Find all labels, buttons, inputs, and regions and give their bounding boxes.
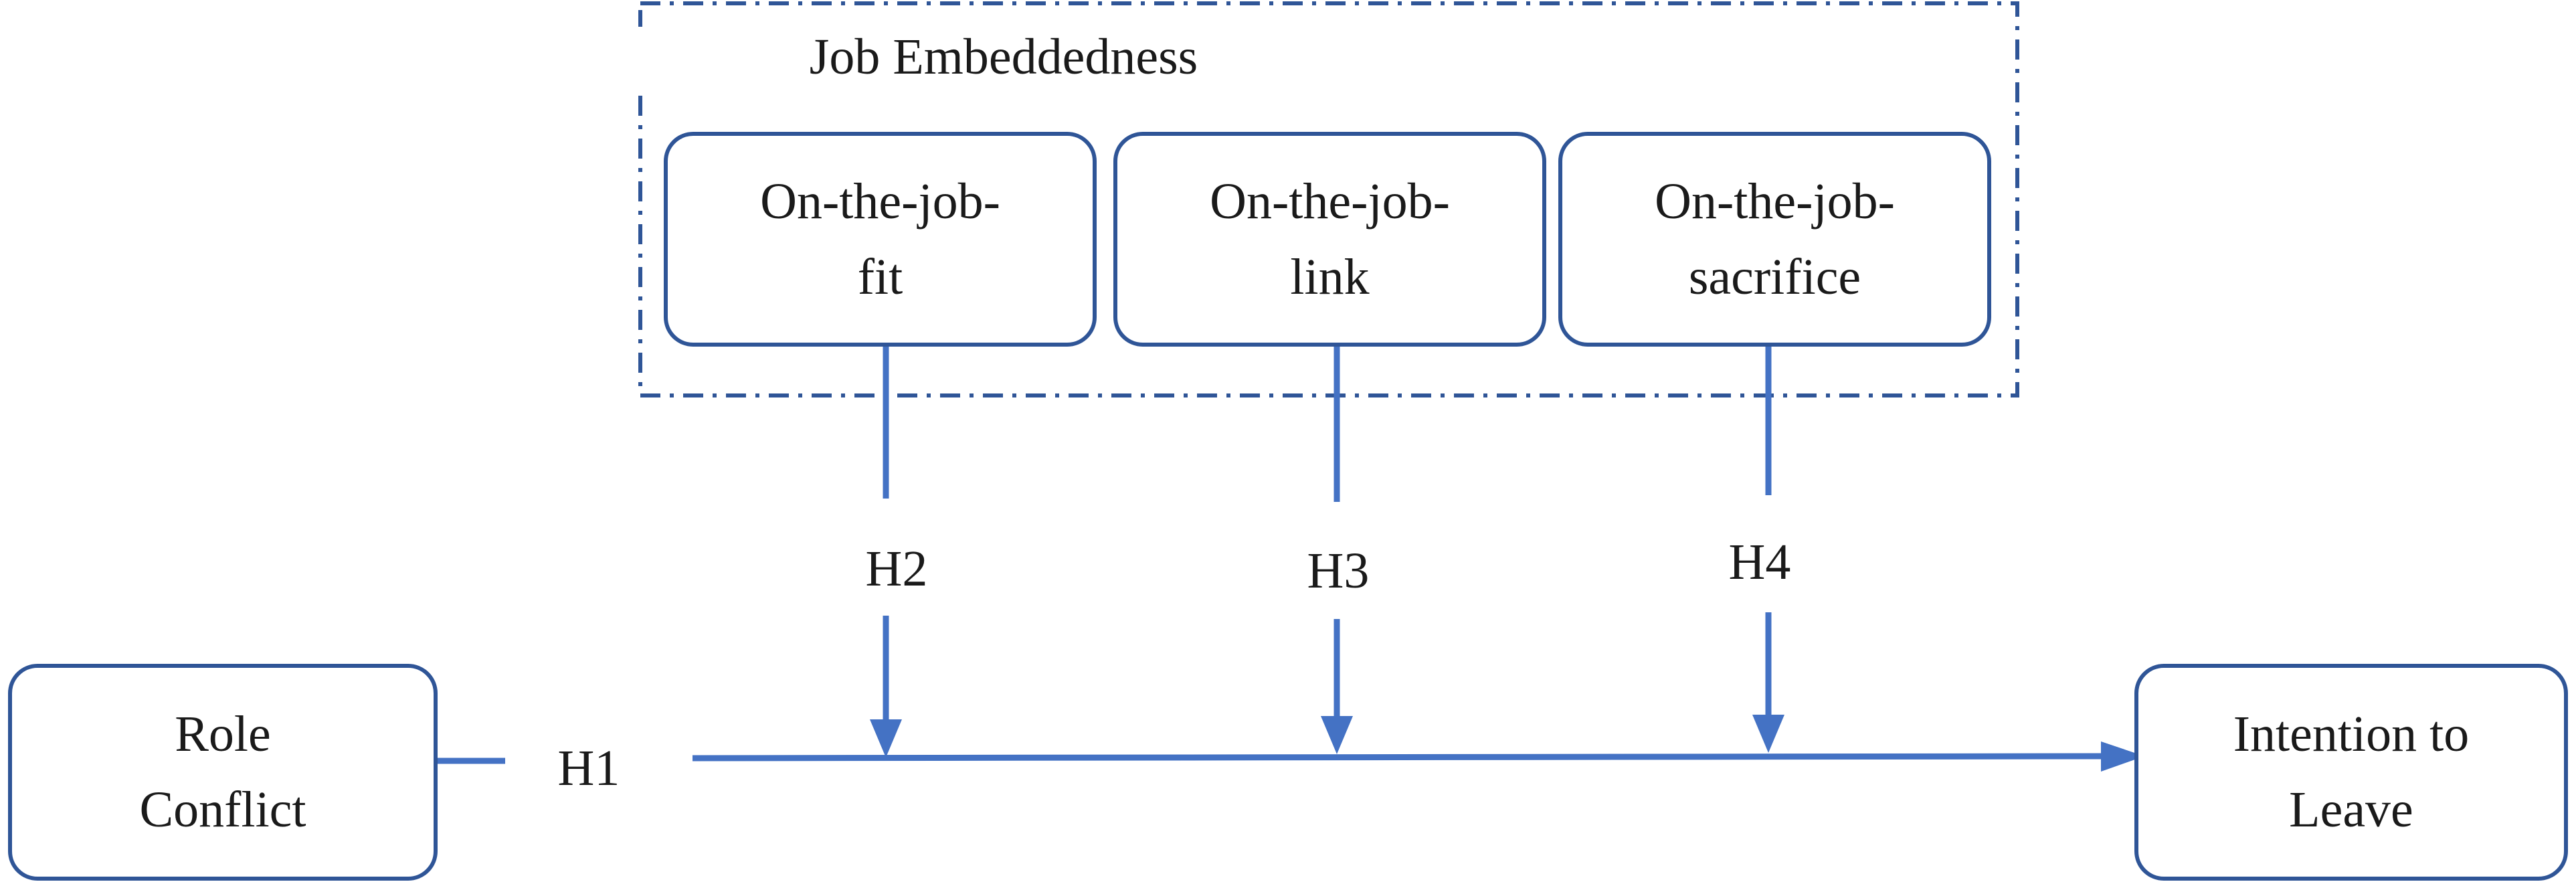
arrowhead-h1 xyxy=(2101,741,2144,772)
node-role-conflict: Role Conflict xyxy=(8,664,438,881)
node-sacrifice-line1: On-the-job- xyxy=(1655,173,1895,230)
edge-label-h3: H3 xyxy=(1271,541,1405,601)
job-embeddedness-title: Job Embeddedness xyxy=(636,27,1372,87)
node-role-line2: Conflict xyxy=(139,782,306,838)
node-intention-line2: Leave xyxy=(2289,782,2413,838)
node-intention-to-leave: Intention to Leave xyxy=(2134,664,2568,881)
node-fit-line1: On-the-job- xyxy=(760,173,1000,230)
edge-label-h1: H1 xyxy=(522,738,656,798)
node-on-the-job-link: On-the-job- link xyxy=(1113,132,1546,347)
node-on-the-job-sacrifice: On-the-job- sacrifice xyxy=(1558,132,1991,347)
arrowhead-h4 xyxy=(1752,715,1784,753)
node-role-line1: Role xyxy=(175,706,271,762)
edge-label-h2: H2 xyxy=(830,539,963,599)
node-intention-line1: Intention to xyxy=(2233,706,2470,762)
job-embeddedness-group-border xyxy=(638,1,2019,397)
arrowhead-h3 xyxy=(1321,716,1353,754)
node-fit-line2: fit xyxy=(857,248,903,305)
edge-label-h4: H4 xyxy=(1693,532,1827,592)
node-sacrifice-line2: sacrifice xyxy=(1688,248,1861,305)
arrowhead-h2 xyxy=(870,719,902,758)
arrow-h1-main xyxy=(692,753,2108,762)
node-link-line2: link xyxy=(1290,248,1370,305)
node-on-the-job-fit: On-the-job- fit xyxy=(664,132,1097,347)
node-link-line1: On-the-job- xyxy=(1210,173,1450,230)
